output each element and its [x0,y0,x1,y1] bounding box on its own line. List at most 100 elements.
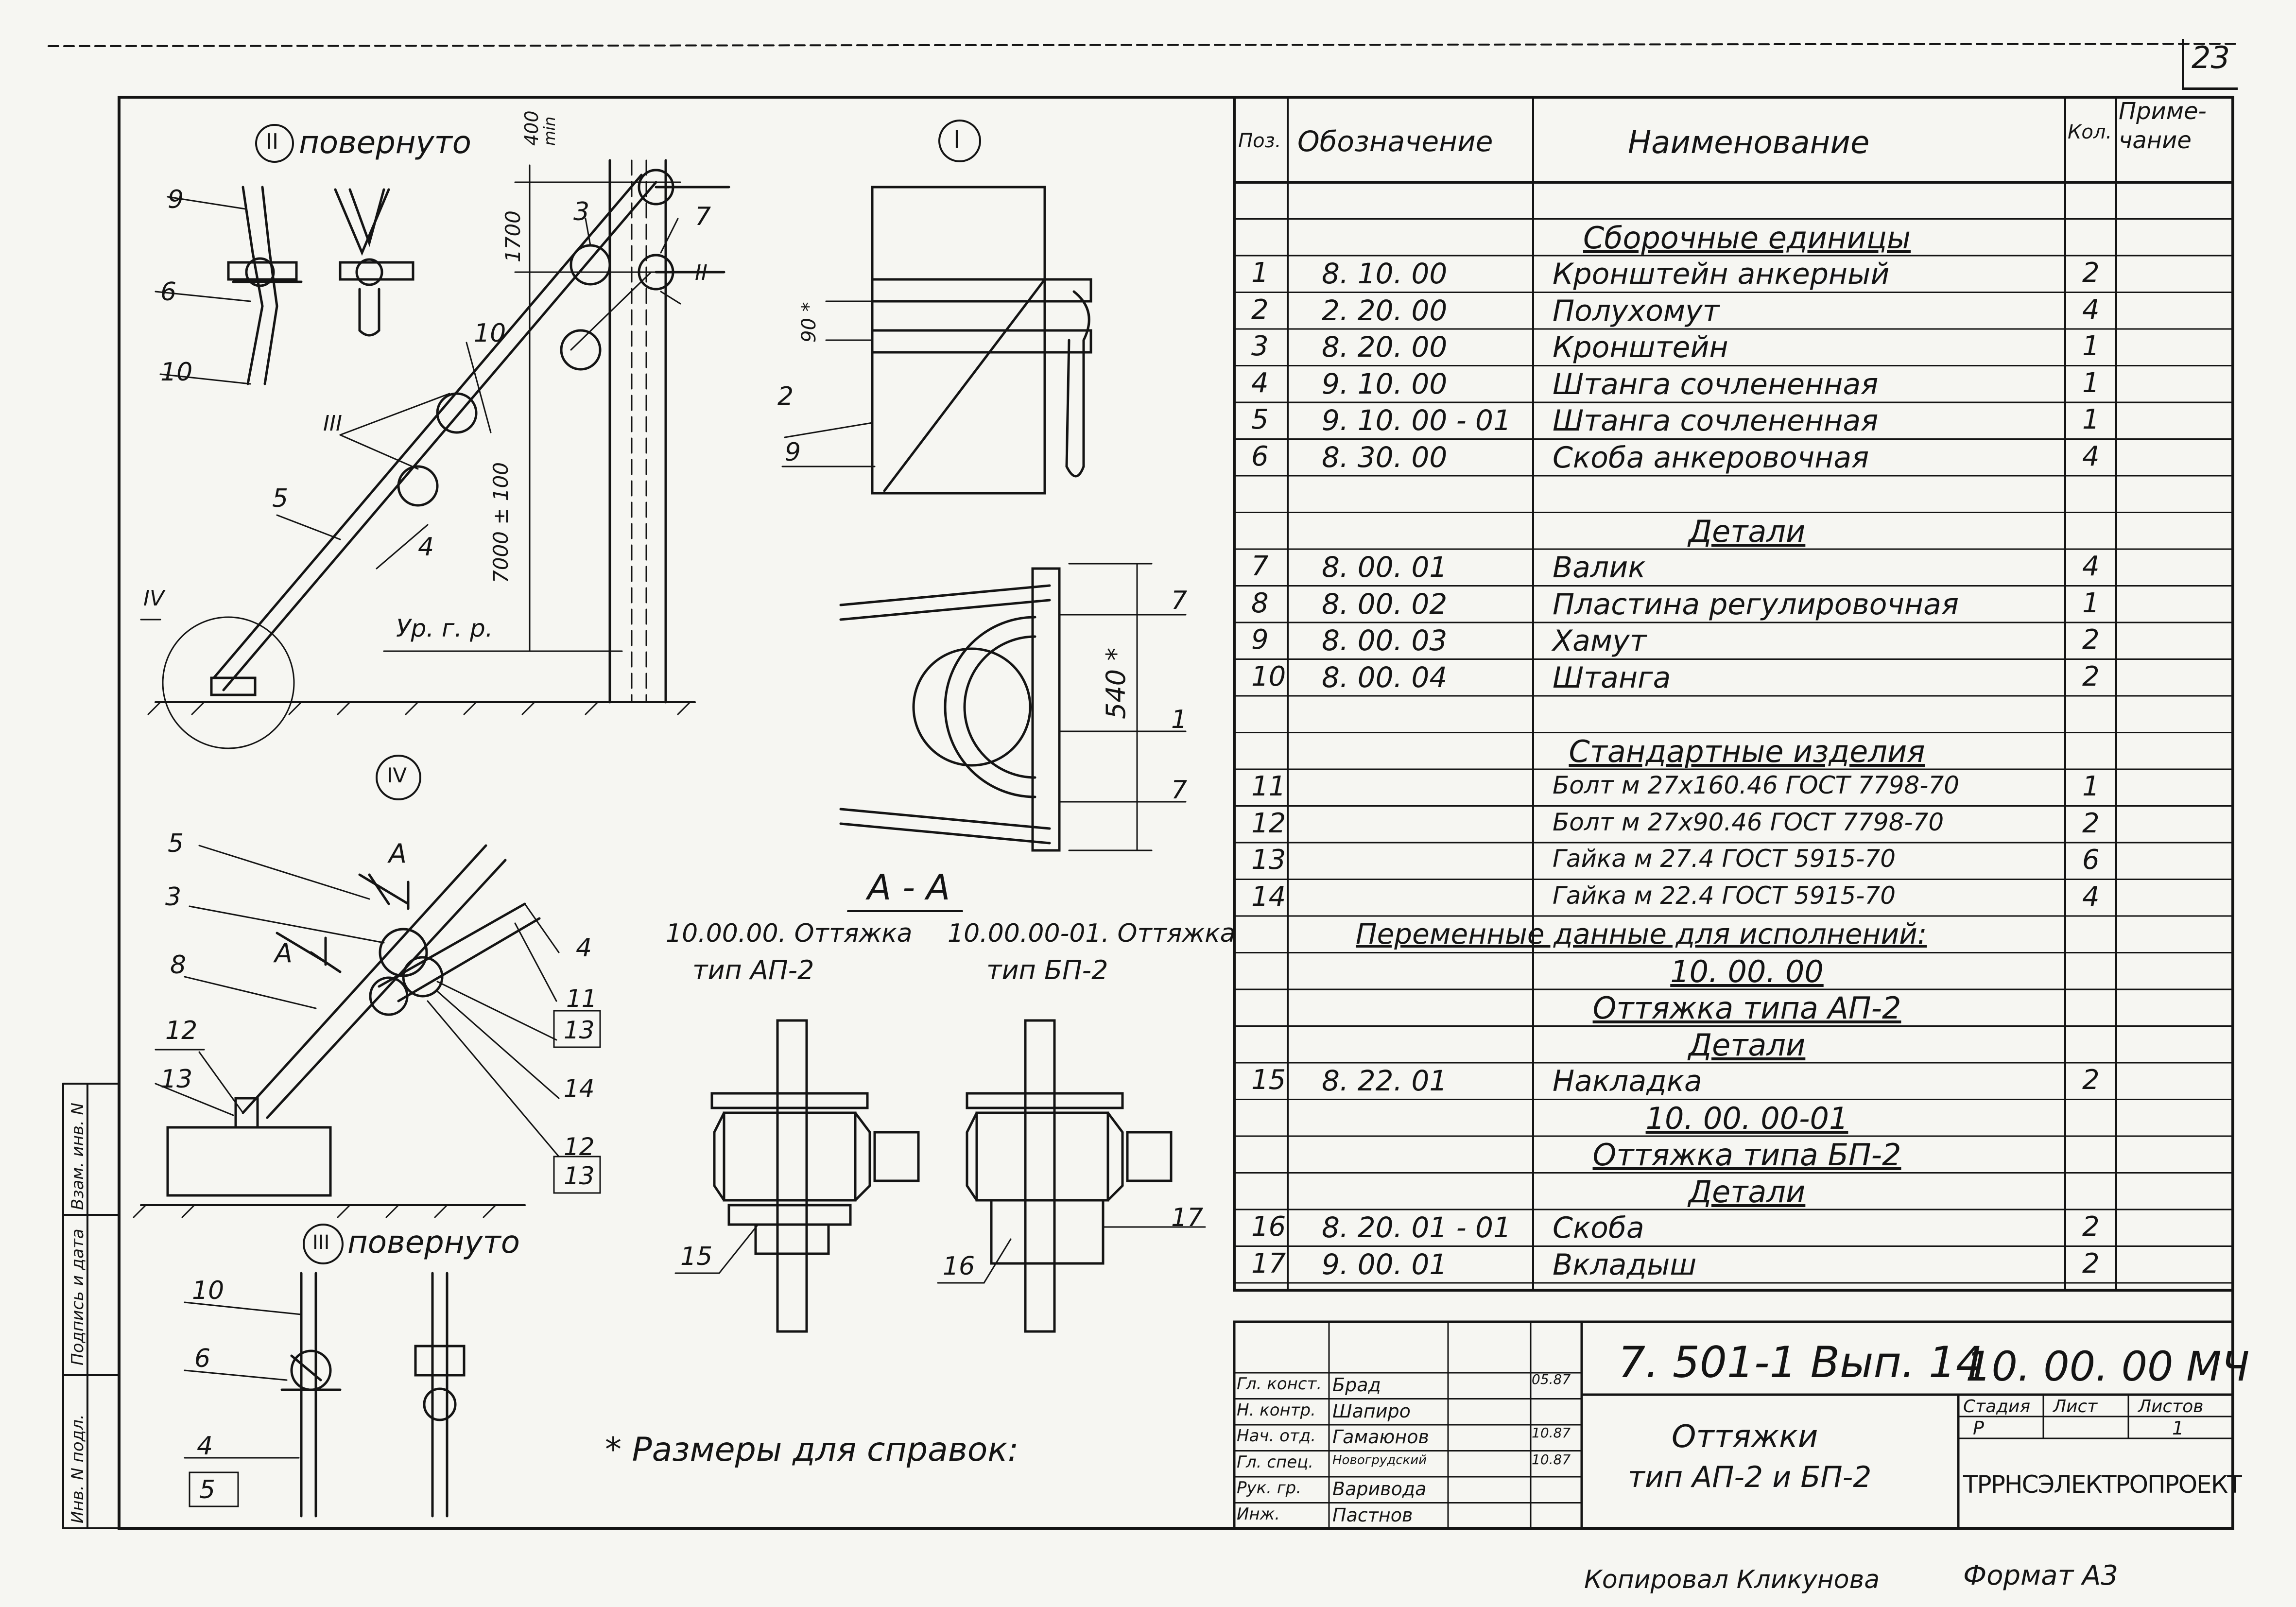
spec-row-name: Штанга [1553,660,1671,695]
view-III-numeral: III [312,1231,330,1254]
spec-row-name: Кронштейн [1553,330,1728,364]
dimension-90: 90 * [798,302,820,343]
spec-row-qty: 2 [2082,1211,2100,1243]
callout-6-III: 6 [194,1344,211,1373]
title-role: Нач. отд. [1237,1426,1316,1446]
spec-row-qty: 1 [2082,587,2100,619]
spec-row-qty: 4 [2082,440,2100,472]
callout-10: 10 [160,358,193,387]
title-role-name: Брад [1332,1374,1381,1396]
view-II-leaders [155,196,251,385]
header-qty: Кол. [2068,121,2112,143]
spec-section-section-assembly: Сборочные единицы [1583,220,1911,256]
callout-9-view-I: 9 [785,438,801,467]
dimension-1700: 1700 [501,210,525,262]
title-role: Гл. конст. [1237,1374,1322,1394]
frame-top-extension [48,43,2236,47]
spec-row-designation: 8. 00. 01 [1322,551,1448,584]
variant1-title: 10.00.00. Оттяжка [666,919,913,948]
spec-row-pos: 7 [1251,551,1269,582]
spec-row-qty: 1 [2082,771,2100,802]
pole-elevation [162,159,730,749]
spec-row-pos: 6 [1251,440,1269,472]
spec-table-grid [1233,96,2234,1292]
spec-row-name: Гайка м 22.4 ГОСТ 5915-70 [1553,881,1896,910]
callout-10-main: 10 [474,319,506,348]
callout-13-IV: 13 [160,1065,193,1094]
callout-3-IV: 3 [165,882,182,912]
format: Формат А3 [1963,1560,2118,1591]
variant-BP2-drawing [937,1019,1206,1333]
header-designation: Обозначение [1297,125,1493,158]
side-sign-date: Подпись и дата [68,1228,87,1365]
spec-row-name: Накладка [1553,1064,1702,1098]
callout-12-IV: 12 [165,1016,198,1045]
title-role-name: Шапиро [1332,1400,1411,1422]
view-II-title: повернуто [299,125,471,161]
ground-line [147,701,696,715]
callout-5-IV: 5 [168,829,184,858]
spec-row-pos: 14 [1251,881,1286,913]
spec-row-pos: 16 [1251,1211,1286,1243]
dimension-7000: 7000 ± 100 [489,462,513,583]
spec-row-pos: 2 [1251,294,1269,326]
spec-row-name: Хамут [1553,624,1647,658]
spec-row-qty: 6 [2082,844,2100,876]
spec-row-pos: 13 [1251,844,1286,876]
spec-row-name: Полухомут [1553,294,1720,328]
dimension-540: 540 * [1101,647,1131,719]
spec-row-qty: 1 [2082,404,2100,435]
spec-row-name: Штанга сочлененная [1553,404,1879,438]
spec-row-pos: 11 [1251,771,1286,802]
spec-row-designation: 8. 00. 04 [1322,660,1448,694]
spec-row-qty: 2 [2082,624,2100,656]
view-IV-anchor [166,844,541,1197]
sheets-label: Листов [2138,1397,2204,1417]
title-role: Рук. гр. [1237,1478,1302,1498]
spec-section-var2-details: Детали [1688,1174,1806,1210]
spec-row-qty: 2 [2082,660,2100,692]
callout-4-III: 4 [197,1432,213,1461]
spec-row-designation: 8. 20. 01 - 01 [1322,1211,1511,1244]
spec-row-pos: 15 [1251,1064,1286,1096]
spec-row-qty: 2 [2082,807,2100,839]
section-AA-label: А - А [867,867,950,908]
spec-row-designation: 8. 00. 03 [1322,624,1448,657]
section-AA-clamp [839,563,1187,852]
drawing-title-line2: тип АП-2 и БП-2 [1628,1460,1872,1494]
spec-table-row-lines [1233,218,2234,1284]
doc-code: 7. 501-1 Вып. 14 [1618,1337,1983,1387]
sheet-label: Лист [2053,1397,2098,1417]
callout-10-III: 10 [192,1276,224,1305]
drawing-code: 10. 00. 00 МЧ [1966,1343,2250,1390]
copied-by: Копировал Кликунова [1584,1565,1880,1594]
footnote: * Размеры для справок: [605,1431,1019,1469]
sheets-value: 1 [2172,1417,2184,1439]
view-I-numeral: I [953,125,961,154]
view-IV-numeral: IV [387,763,407,787]
spec-section-section-standard: Стандартные изделия [1569,733,1925,769]
callout-IV: IV [143,586,165,611]
view-I-bracket [781,186,1092,495]
spec-row-name: Скоба анкеровочная [1553,440,1869,475]
title-role-name: Новогрудский [1332,1452,1427,1468]
callout-7-main: 7 [695,202,711,231]
title-role: Инж. [1237,1504,1280,1524]
callout-13-box: 13 [564,1016,595,1044]
callout-6: 6 [160,277,177,307]
title-role-name: Пастнов [1332,1504,1413,1526]
callout-15: 15 [680,1242,713,1271]
date-3: 10.87 [1532,1451,1571,1468]
spec-row-designation: 8. 20. 00 [1322,330,1448,363]
dimension-400: 400 [521,110,542,146]
callout-4-IV: 4 [576,933,592,963]
side-stamp-lines [62,1083,120,1529]
callout-17: 17 [1171,1203,1204,1232]
spec-row-pos: 12 [1251,807,1286,839]
spec-row-pos: 3 [1251,330,1269,362]
spec-row-name: Болт м 27х160.46 ГОСТ 7798-70 [1553,771,1960,799]
spec-row-designation: 8. 10. 00 [1322,257,1448,290]
header-name: Наименование [1628,125,1870,161]
spec-section-section-details: Детали [1688,513,1806,549]
